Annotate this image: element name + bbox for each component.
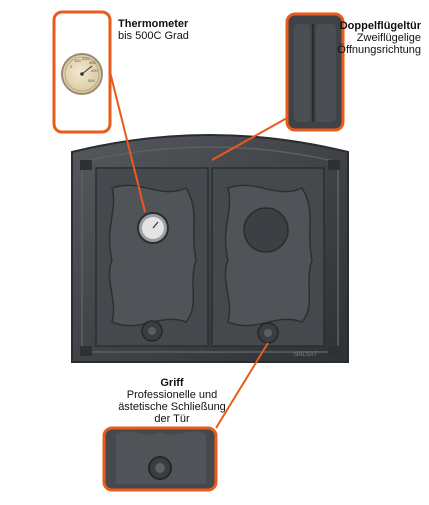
double-door-callout xyxy=(211,12,345,161)
left-handle-knob xyxy=(141,320,163,342)
left-door-leaf xyxy=(95,167,209,347)
handle-line4: der Tür xyxy=(154,413,190,425)
double-door-line2: Zweiflügelige xyxy=(356,32,421,44)
double-door-title: Doppelflügeltür xyxy=(339,20,421,32)
hinge-bottom-left xyxy=(80,346,92,356)
thermometer-label: Thermometer bis 500C Grad xyxy=(118,18,189,42)
handle-label: Griff Professionelle und ästetische Schl… xyxy=(112,377,232,425)
oven-door: NALSAT xyxy=(71,134,349,363)
hinge-bottom-right xyxy=(328,346,340,356)
gauge-scale-3: 300 xyxy=(89,60,96,65)
right-handle-knob xyxy=(257,322,279,344)
handle-title: Griff xyxy=(160,377,184,389)
hinge-top-right xyxy=(328,160,340,170)
gauge-scale-1: 100 xyxy=(74,58,81,63)
thermometer-callout: 0 100 200 300 400 500 xyxy=(52,10,146,213)
door-stamp: NALSAT xyxy=(294,352,317,358)
handle-line2: Professionelle und xyxy=(126,389,218,401)
thermometer-gauge: 0 100 200 300 400 500 xyxy=(61,53,103,95)
hinge-top-left xyxy=(80,160,92,170)
right-door-leaf xyxy=(211,167,325,347)
thermometer-subtitle: bis 500C Grad xyxy=(118,30,189,42)
door-thermometer xyxy=(137,212,169,244)
gauge-scale-4: 400 xyxy=(91,68,98,73)
gauge-scale-0: 0 xyxy=(70,64,73,69)
vent-disc xyxy=(243,207,289,253)
double-door-label: Doppelflügeltür Zweiflügelige Öffnungsri… xyxy=(337,20,421,56)
handle-line3: ästetische Schließung xyxy=(118,401,226,413)
handle-callout xyxy=(102,342,269,492)
gauge-scale-5: 500 xyxy=(88,78,95,83)
double-door-line3: Öffnungsrichtung xyxy=(337,44,421,56)
gauge-scale-2: 200 xyxy=(82,56,89,61)
thermometer-title: Thermometer xyxy=(118,18,189,30)
